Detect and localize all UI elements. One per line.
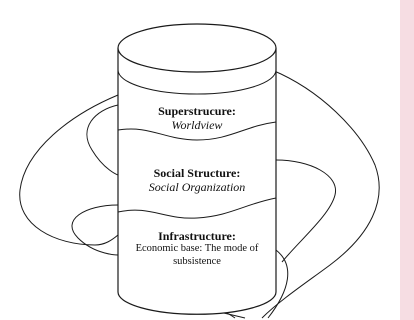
- cylinder-body: [117, 48, 277, 315]
- superstructure-title: Superstrucure:: [158, 104, 236, 118]
- side-strip: [400, 0, 414, 320]
- swirl-left-inner: [86, 104, 119, 176]
- layer-social-structure: Social Structure: Social Organization: [128, 166, 266, 195]
- divider-upper: [117, 121, 277, 141]
- swirl-right-outer: [261, 69, 380, 319]
- swirl-lines: [19, 69, 380, 319]
- cylinder: [117, 23, 277, 315]
- swirl-bottom-c: [267, 249, 289, 319]
- social-structure-title: Social Structure:: [153, 166, 241, 180]
- layer-superstructure: Superstrucure: Worldview: [128, 104, 266, 133]
- swirl-left-outer: [19, 94, 119, 246]
- infrastructure-subtitle: Economic base: The mode of subsistence: [135, 243, 259, 267]
- swirl-left-lower: [71, 204, 119, 256]
- layer-infrastructure: Infrastructure: Economic base: The mode …: [126, 229, 268, 269]
- cylinder-top-rim: [117, 69, 277, 95]
- social-structure-subtitle: Social Organization: [148, 180, 246, 195]
- infrastructure-title: Infrastructure:: [158, 229, 236, 243]
- divider-lower: [117, 197, 277, 219]
- cylinder-top: [117, 23, 277, 73]
- superstructure-subtitle: Worldview: [171, 118, 223, 133]
- swirl-right-middle: [275, 159, 336, 263]
